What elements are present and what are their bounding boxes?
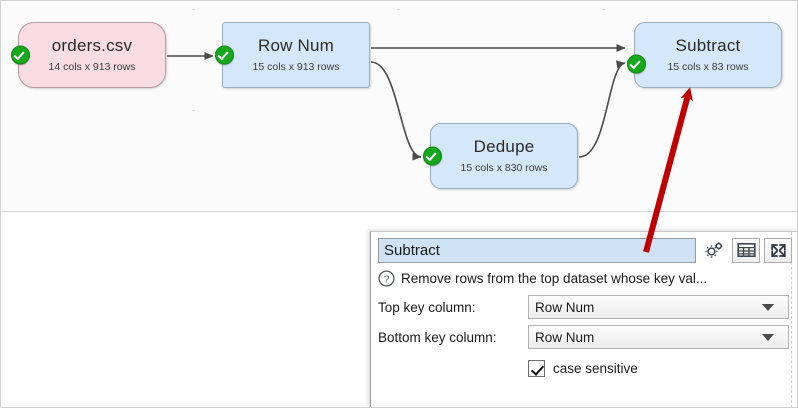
- node-dedupe[interactable]: Dedupe 15 cols x 830 rows: [423, 123, 578, 189]
- field-bottom-key-column: Bottom key column: Row Num: [378, 325, 798, 349]
- case-sensitive-label: case sensitive: [553, 360, 638, 376]
- node-title: Row Num: [257, 36, 335, 55]
- question-icon[interactable]: ?: [378, 270, 395, 287]
- select-value: Row Num: [535, 299, 595, 315]
- transform-canvas[interactable]: orders.csv 14 cols x 913 rows Row Num 15…: [0, 0, 798, 212]
- status-ok-icon: [423, 146, 442, 166]
- description-text: Remove rows from the top dataset whose k…: [401, 271, 708, 286]
- node-orders-csv[interactable]: orders.csv 14 cols x 913 rows: [11, 22, 166, 88]
- node-subtitle: 14 cols x 913 rows: [48, 61, 136, 73]
- status-ok-icon: [215, 45, 234, 65]
- node-row-num[interactable]: Row Num 15 cols x 913 rows: [215, 22, 370, 88]
- properties-scrollbar[interactable]: [791, 232, 798, 408]
- expand-icon[interactable]: [764, 237, 792, 263]
- select-value: Row Num: [535, 329, 595, 345]
- field-top-key-column: Top key column: Row Num: [378, 295, 798, 319]
- case-sensitive-checkbox[interactable]: [528, 359, 545, 377]
- svg-text:?: ?: [384, 273, 390, 285]
- top-key-column-select[interactable]: Row Num: [528, 295, 789, 319]
- status-ok-icon: [627, 54, 646, 74]
- table-icon[interactable]: [732, 237, 760, 263]
- node-subtitle: 15 cols x 83 rows: [667, 61, 749, 73]
- node-title: orders.csv: [51, 36, 133, 55]
- field-label: Top key column:: [378, 299, 476, 315]
- bottom-key-column-select[interactable]: Row Num: [528, 325, 789, 349]
- gears-icon[interactable]: [700, 238, 728, 263]
- node-subtitle: 15 cols x 830 rows: [460, 162, 548, 174]
- node-title: Dedupe: [473, 137, 535, 156]
- properties-panel[interactable]: Subtract: [370, 231, 798, 408]
- edge-rownum-to-dedupe: [370, 61, 422, 161]
- status-ok-icon: [11, 45, 30, 65]
- node-subtitle: 15 cols x 913 rows: [252, 61, 340, 73]
- chevron-down-icon: [762, 303, 774, 311]
- chevron-down-icon: [762, 333, 774, 341]
- properties-panel-header: Subtract: [378, 237, 798, 263]
- node-subtract[interactable]: Subtract 15 cols x 83 rows: [627, 22, 782, 88]
- field-label: Bottom key column:: [378, 329, 497, 345]
- node-title: Subtract: [675, 36, 741, 55]
- case-sensitive-row: case sensitive: [378, 357, 798, 379]
- description-row: ? Remove rows from the top dataset whose…: [378, 268, 798, 289]
- edge-dedupe-to-subtract: [578, 60, 626, 158]
- item-name-input[interactable]: Subtract: [378, 237, 696, 263]
- canvas-edges: [167, 44, 626, 161]
